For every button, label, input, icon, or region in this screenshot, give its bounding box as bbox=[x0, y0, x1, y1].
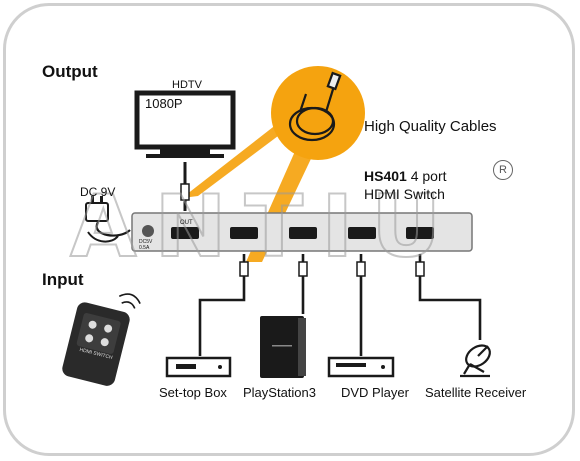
hdtv-label: HDTV bbox=[172, 79, 202, 91]
hdmi-switch-device bbox=[131, 212, 473, 252]
satellite-dish-icon bbox=[460, 344, 491, 378]
input-heading: Input bbox=[42, 270, 84, 289]
switch-dc-port-label: DC5V bbox=[139, 239, 153, 245]
source-label-satellite-receiver: Satellite Receiver bbox=[425, 385, 527, 400]
cable-highlight-circle bbox=[271, 66, 365, 160]
switch-title-line2: HDMI Switch bbox=[364, 186, 445, 202]
source-label-set-top-box: Set-top Box bbox=[159, 385, 227, 400]
hdtv-icon bbox=[134, 90, 236, 158]
switch-title-rest: 4 port bbox=[406, 168, 447, 184]
hdmi-cable-coil-icon bbox=[288, 71, 342, 142]
hdmi-port-icons bbox=[171, 227, 434, 239]
dc-power-jack bbox=[142, 225, 154, 237]
switch-title-line1: HS401 4 port bbox=[364, 168, 447, 184]
playstation3-icon bbox=[260, 316, 306, 378]
source-label-dvd-player: DVD Player bbox=[341, 385, 409, 400]
cable-label: High Quality Cables bbox=[364, 118, 497, 135]
power-adapter-icon bbox=[85, 196, 131, 243]
output-heading: Output bbox=[42, 62, 98, 81]
tv-screen-text: 1080P bbox=[145, 96, 183, 111]
remote-control-icon bbox=[62, 293, 141, 386]
switch-model: HS401 bbox=[364, 168, 407, 184]
source-label-playstation3: PlayStation3 bbox=[243, 385, 316, 400]
power-label: DC 9V bbox=[80, 185, 116, 199]
registered-mark: R bbox=[493, 160, 513, 180]
switch-dc-port-sub: 0.5A bbox=[139, 245, 150, 251]
set-top-box-icon bbox=[165, 356, 232, 378]
switch-out-port-label: OUT bbox=[180, 220, 193, 226]
dvd-player-icon bbox=[327, 356, 395, 378]
